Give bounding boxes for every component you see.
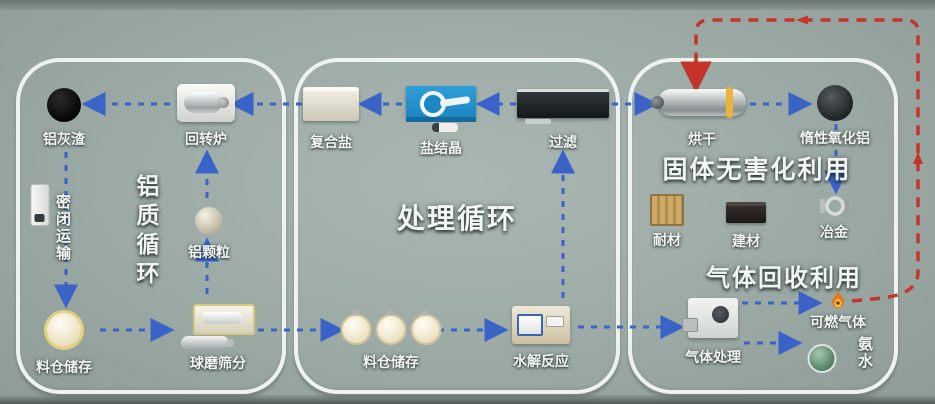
title-aluminum-cycle: 铝质循环	[132, 174, 158, 290]
crystallizer-capsule	[432, 123, 458, 132]
node-silo-storage-2: 料仓储存	[340, 310, 442, 372]
node-hydrolysis: 水解反应	[512, 306, 570, 371]
panel-aluminum-cycle	[16, 58, 286, 394]
node-building-material: 建材	[726, 202, 766, 251]
silo-storage-1-label: 料仓储存	[36, 360, 92, 376]
filtration-label: 过滤	[549, 135, 577, 151]
node-refractory: 耐材	[650, 194, 684, 250]
building-material-label: 建材	[732, 234, 760, 250]
refractory-label: 耐材	[653, 233, 681, 249]
flame-icon	[832, 291, 844, 308]
node-al-granules: 铝颗粒	[188, 207, 230, 262]
tank-icon	[410, 310, 442, 345]
bottom-letterbox-strip	[0, 395, 935, 404]
title-solid-utilization: 固体无害化利用	[662, 155, 852, 184]
red-left-arrowhead	[796, 15, 808, 25]
composite-salt-icon	[303, 87, 359, 121]
al-granules-label: 铝颗粒	[188, 245, 230, 261]
node-sealed-transport	[30, 184, 50, 226]
brick-icon	[726, 202, 766, 223]
ammonia-water-label: 氨水	[856, 336, 874, 370]
filter-icon	[517, 89, 609, 124]
node-ammonia-water	[807, 344, 837, 373]
granules-icon	[195, 207, 223, 235]
ash-residue-label: 铝灰渣	[43, 132, 85, 148]
metallurgy-icon	[820, 196, 849, 216]
top-letterbox-strip	[0, 0, 935, 10]
metallurgy-label: 冶金	[820, 225, 848, 241]
ball-mill-cylinder	[181, 336, 234, 350]
title-treatment-cycle: 处理循环	[396, 202, 518, 235]
dryer-icon	[651, 87, 746, 118]
inert-alumina-icon	[817, 85, 853, 121]
silo-storage-2-label: 料仓储存	[363, 355, 419, 371]
node-ash-residue: 铝灰渣	[43, 88, 85, 149]
node-silo-storage-1: 料仓储存	[36, 310, 92, 377]
ball-mill-box	[193, 304, 255, 335]
node-inert-alumina: 惰性氧化铝	[800, 85, 870, 148]
inert-alumina-label: 惰性氧化铝	[800, 131, 870, 147]
node-composite-salt: 复合盐	[303, 87, 359, 152]
node-metallurgy: 冶金	[818, 194, 850, 242]
panel-treatment-cycle	[294, 58, 620, 394]
tank-icon	[375, 310, 407, 345]
node-salt-crystallization: 盐结晶	[406, 86, 476, 158]
node-drying: 烘干	[651, 87, 746, 149]
truck-icon	[30, 184, 50, 226]
ball-mill-label: 球磨筛分	[190, 356, 246, 372]
drying-label: 烘干	[688, 132, 716, 148]
sealed-transport-label: 密闭运输	[54, 194, 72, 262]
ball-mill-icon	[181, 300, 255, 350]
ammonia-icon	[807, 344, 837, 373]
node-combustible-gas: 可燃气体	[810, 290, 866, 332]
node-ball-mill: 球磨筛分	[181, 300, 255, 373]
ash-residue-icon	[47, 88, 81, 122]
node-gas-treatment: 气体处理	[682, 298, 741, 367]
title-gas-recovery: 气体回收利用	[706, 264, 862, 292]
node-rotary-kiln: 回转炉	[177, 84, 235, 149]
gas-treatment-label: 气体处理	[685, 350, 741, 366]
composite-salt-label: 复合盐	[310, 135, 352, 151]
rotary-kiln-icon	[177, 84, 235, 122]
red-up-arrowhead	[913, 152, 923, 164]
salt-crystallization-label: 盐结晶	[420, 141, 462, 157]
combustible-gas-label: 可燃气体	[810, 315, 866, 331]
refractory-crate-icon	[650, 194, 684, 226]
hydrolysis-label: 水解反应	[513, 354, 569, 370]
silo-tanks-icon	[340, 310, 442, 345]
gas-treatment-icon	[682, 298, 738, 338]
silo-icon	[44, 310, 84, 350]
node-filtration: 过滤	[517, 89, 609, 152]
tank-icon	[340, 310, 372, 345]
hydrolysis-icon	[512, 306, 570, 344]
crystallizer-icon	[406, 86, 476, 134]
rotary-kiln-label: 回转炉	[185, 132, 227, 148]
